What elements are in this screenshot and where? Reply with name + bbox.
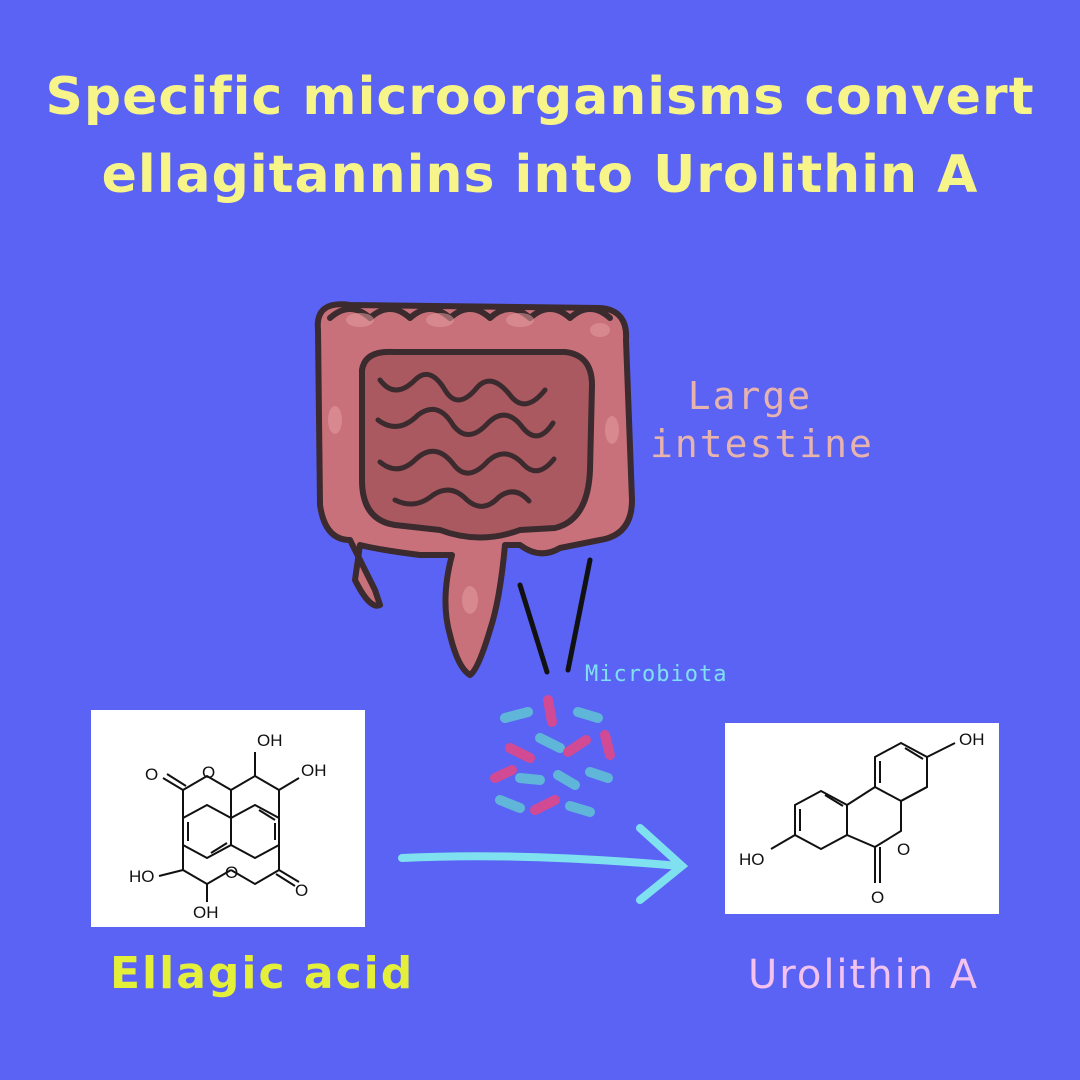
urolithin-o-2: O bbox=[871, 888, 884, 907]
ellagic-ho-1: HO bbox=[129, 867, 155, 886]
ellagic-o-4: O bbox=[295, 881, 308, 900]
large-intestine-label: Large intestine bbox=[650, 372, 874, 468]
ellagic-oh-3: OH bbox=[193, 903, 219, 922]
intestine-label-line-1: Large bbox=[687, 374, 813, 418]
ellagic-oh-2: OH bbox=[301, 761, 327, 780]
ellagic-acid-label: Ellagic acid bbox=[110, 948, 415, 999]
urolithin-ho: HO bbox=[739, 850, 765, 869]
urolithin-a-label: Urolithin A bbox=[748, 952, 980, 998]
page-title: Specific microorganisms convert ellagita… bbox=[0, 58, 1080, 214]
microbiota-label: Microbiota bbox=[585, 662, 728, 687]
ellagic-oh-1: OH bbox=[257, 731, 283, 750]
intestine-label-line-2: intestine bbox=[650, 422, 874, 466]
urolithin-o-1: O bbox=[897, 840, 910, 859]
title-line-1: Specific microorganisms convert bbox=[45, 67, 1035, 127]
ellagic-o-1: O bbox=[145, 765, 158, 784]
ellagic-o-2: O bbox=[202, 763, 215, 782]
ellagic-o-3: O bbox=[225, 863, 238, 882]
urolithin-a-structure: OH HO O O bbox=[739, 730, 985, 907]
ellagic-acid-structure-panel: O O O O OH OH HO OH bbox=[91, 710, 365, 927]
ellagic-acid-structure: O O O O OH OH HO OH bbox=[129, 731, 327, 922]
urolithin-a-structure-panel: OH HO O O bbox=[725, 723, 999, 914]
title-line-2: ellagitannins into Urolithin A bbox=[101, 145, 979, 205]
urolithin-oh: OH bbox=[959, 730, 985, 749]
